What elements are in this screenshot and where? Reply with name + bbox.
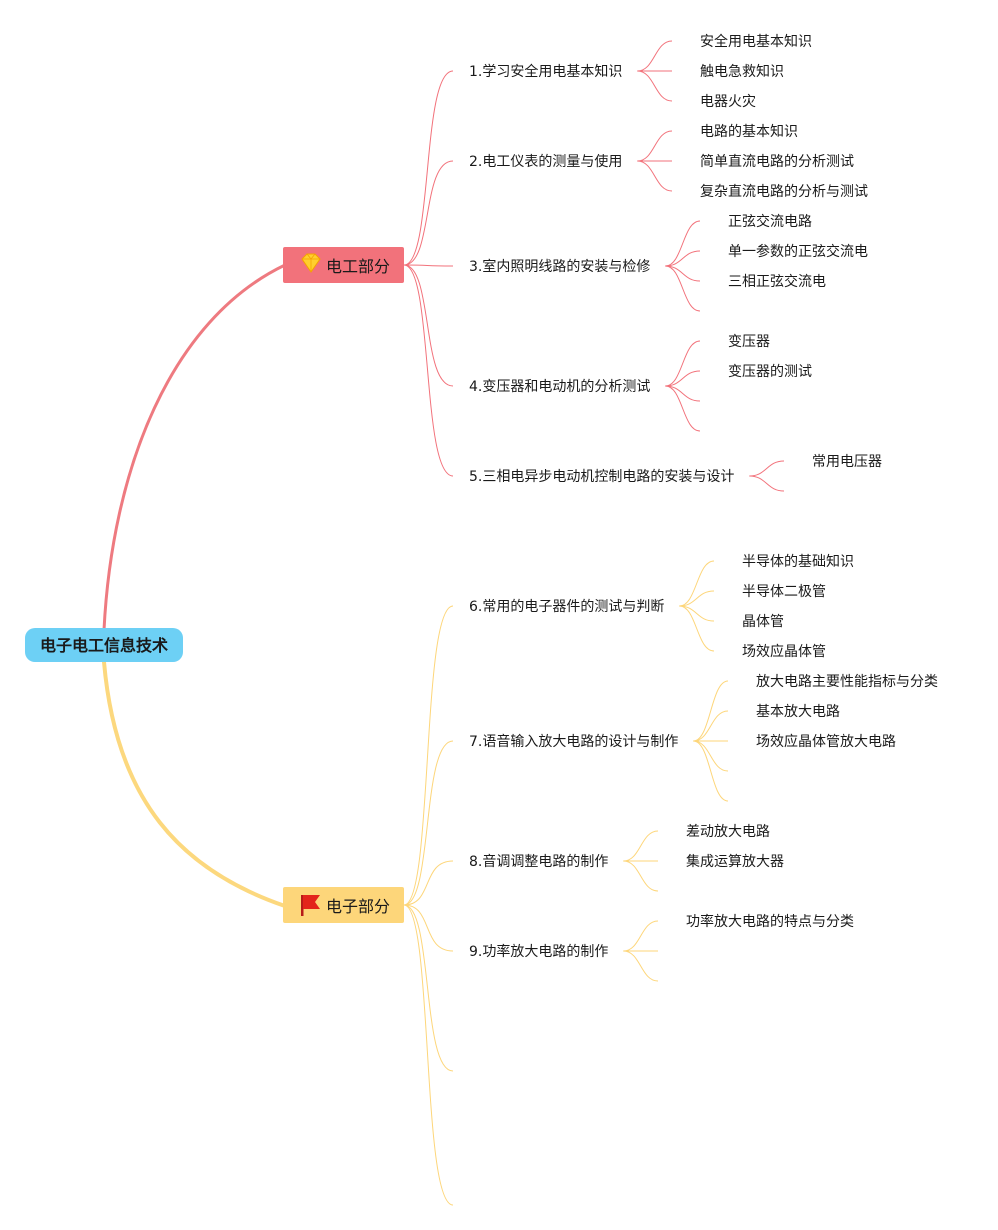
- topic-label: 6.常用的电子器件的测试与判断: [469, 599, 664, 615]
- topic-connector: [403, 605, 454, 906]
- child-connector: [665, 220, 701, 267]
- child-connector: [665, 265, 701, 312]
- subtopic-label[interactable]: 场效应晶体管放大电路: [756, 733, 896, 750]
- flag-icon: [301, 895, 320, 916]
- subtopic-label[interactable]: 差动放大电路: [686, 824, 770, 840]
- topic-connector: [403, 264, 454, 477]
- topic-connector: [403, 264, 454, 387]
- branch-label-electronic: 电子部分: [326, 897, 390, 916]
- topic-connector: [403, 904, 454, 1206]
- connectors: [102, 263, 287, 908]
- root-connector-electrical: [102, 263, 287, 632]
- subtopic-label[interactable]: 变压器: [728, 334, 770, 350]
- subtopic-label[interactable]: 功率放大电路的特点与分类: [686, 913, 854, 930]
- subtopic-label[interactable]: 简单直流电路的分析测试: [700, 153, 854, 170]
- child-connector: [665, 265, 701, 282]
- subtopic-label[interactable]: 电器火灾: [700, 93, 756, 110]
- subtopic-label[interactable]: 三相正弦交流电: [728, 273, 826, 290]
- child-connector: [665, 340, 701, 387]
- child-connector: [623, 950, 659, 982]
- child-connector: [679, 605, 715, 622]
- child-connector: [665, 385, 701, 432]
- branch-label-electrical: 电工部分: [326, 257, 390, 276]
- topic-node[interactable]: 2.电工仪表的测量与使用: [469, 153, 622, 170]
- topic-label: 5.三相电异步电动机控制电路的安装与设计: [469, 469, 734, 485]
- topic-connector: [403, 70, 454, 266]
- topic-node[interactable]: 5.三相电异步电动机控制电路的安装与设计: [469, 469, 734, 485]
- subtopic-label[interactable]: 半导体的基础知识: [742, 553, 854, 570]
- child-connector: [693, 680, 729, 742]
- subtopic-label[interactable]: 集成运算放大器: [686, 853, 784, 870]
- branch-node-electrical[interactable]: 电工部分: [283, 247, 404, 283]
- child-connector: [693, 740, 729, 772]
- child-connector: [665, 370, 701, 387]
- topic-node[interactable]: 4.变压器和电动机的分析测试: [469, 379, 650, 395]
- topic-label: 3.室内照明线路的安装与检修: [469, 258, 650, 275]
- topic-node[interactable]: 8.音调调整电路的制作: [469, 853, 608, 870]
- topic-connector: [403, 740, 454, 906]
- subtopic-label[interactable]: 常用电压器: [812, 454, 882, 470]
- topic-node[interactable]: 9.功率放大电路的制作: [469, 943, 608, 960]
- topic-connector: [403, 860, 454, 906]
- child-connector: [749, 475, 785, 492]
- topic-label: 8.音调调整电路的制作: [469, 853, 608, 870]
- topic-connector: [403, 160, 454, 266]
- topic-label: 1.学习安全用电基本知识: [469, 63, 622, 80]
- child-connector: [637, 160, 673, 192]
- subtopic-label[interactable]: 正弦交流电路: [728, 213, 812, 230]
- topic-node[interactable]: 7.语音输入放大电路的设计与制作: [469, 733, 678, 750]
- child-connector: [623, 860, 659, 892]
- subtopic-label[interactable]: 放大电路主要性能指标与分类: [756, 674, 938, 690]
- child-connector: [749, 460, 785, 477]
- branch-node-electronic[interactable]: 电子部分: [283, 887, 404, 923]
- topic-label: 7.语音输入放大电路的设计与制作: [469, 733, 678, 750]
- child-connector: [637, 40, 673, 72]
- child-connector: [623, 830, 659, 862]
- subtopic-label[interactable]: 复杂直流电路的分析与测试: [700, 183, 868, 200]
- topic-connector: [403, 904, 454, 1072]
- subtopic-label[interactable]: 场效应晶体管: [742, 643, 826, 660]
- child-connector: [679, 590, 715, 607]
- subtopic-label[interactable]: 半导体二极管: [742, 584, 826, 600]
- branch-connectors: [403, 40, 785, 1206]
- root-node[interactable]: 电子电工信息技术: [25, 628, 183, 662]
- topic-label: 2.电工仪表的测量与使用: [469, 153, 622, 170]
- subtopic-label[interactable]: 电路的基本知识: [700, 123, 798, 140]
- subtopic-label[interactable]: 晶体管: [742, 614, 784, 630]
- child-connector: [665, 385, 701, 402]
- subtopic-label[interactable]: 安全用电基本知识: [700, 33, 812, 50]
- topic-label: 9.功率放大电路的制作: [469, 943, 608, 960]
- child-connector: [637, 130, 673, 162]
- subtopic-label[interactable]: 触电急救知识: [700, 63, 784, 80]
- topic-node[interactable]: 3.室内照明线路的安装与检修: [469, 258, 650, 275]
- topic-node[interactable]: 6.常用的电子器件的测试与判断: [469, 599, 664, 615]
- root-label: 电子电工信息技术: [40, 636, 168, 655]
- child-connector: [637, 70, 673, 102]
- diamond-icon: [301, 253, 321, 273]
- child-connector: [693, 740, 729, 802]
- topic-connector: [403, 264, 454, 267]
- topic-node[interactable]: 1.学习安全用电基本知识: [469, 63, 622, 80]
- child-connector: [679, 605, 715, 652]
- subtopic-label[interactable]: 变压器的测试: [728, 364, 812, 380]
- subtopic-label[interactable]: 基本放大电路: [756, 703, 840, 720]
- root-connector-electronic: [102, 660, 287, 908]
- child-connector: [623, 920, 659, 952]
- topic-label: 4.变压器和电动机的分析测试: [469, 379, 650, 395]
- topic-connector: [403, 904, 454, 952]
- subtopic-label[interactable]: 单一参数的正弦交流电: [728, 243, 868, 260]
- child-connector: [679, 560, 715, 607]
- child-connector: [693, 710, 729, 742]
- child-connector: [665, 250, 701, 267]
